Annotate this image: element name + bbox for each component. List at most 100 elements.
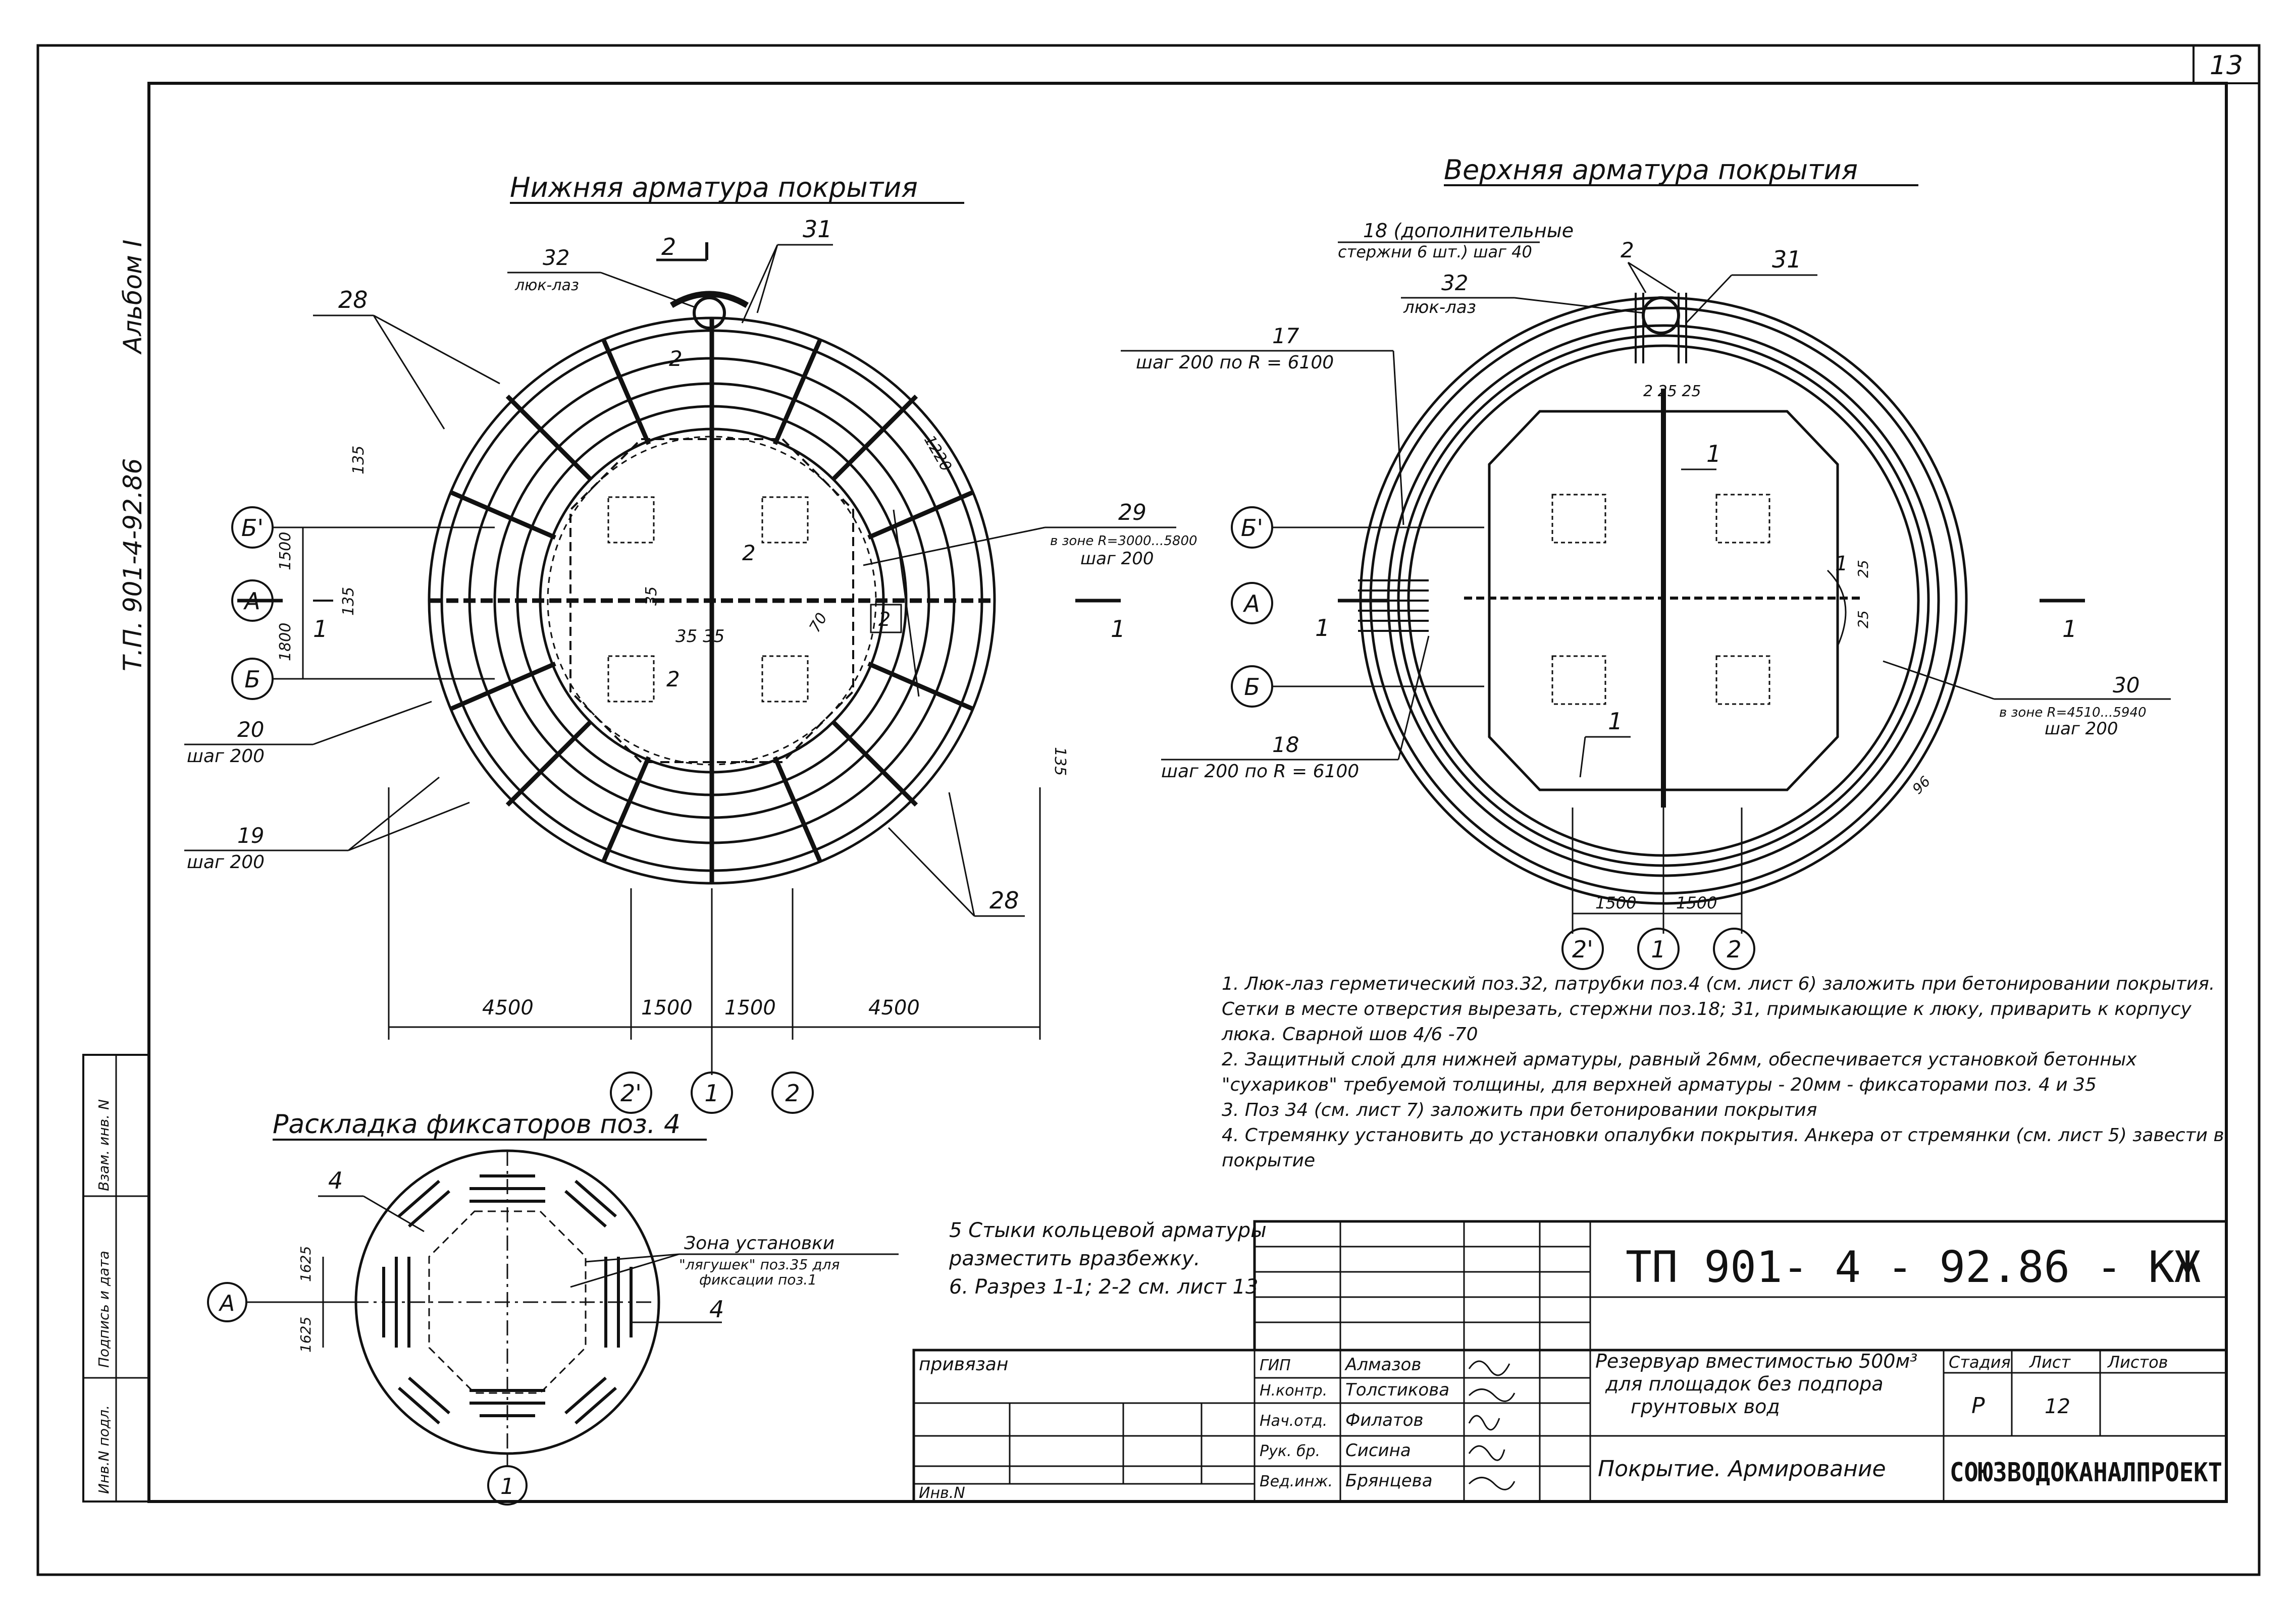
dim-25-top: 2 25 25 [1643,383,1701,400]
callout-19-step: шаг 200 [187,852,265,873]
callout-2-center: 2 [742,541,756,565]
callout-18-extra-1: 18 (дополнительные [1363,220,1574,242]
tb-name-5: Брянцева [1345,1471,1433,1491]
callout-2-lower: 2 [666,667,680,691]
mesh-squares [607,496,809,703]
note-5: 5 Стыки кольцевой арматуры разместить вр… [949,1219,1267,1270]
dim-70: 70 [806,610,831,635]
dim-1220: 1220 [920,433,955,475]
callout-18: 18 [1272,732,1299,757]
fixators-dim-1625-a: 1625 [297,1246,314,1282]
dim-1500-b: 1500 [724,996,776,1020]
callout-2-right: 2 [878,608,891,630]
top-callout-31: 31 [1772,246,1802,273]
fixators-zone-2: "лягушек" поз.35 для [679,1256,840,1273]
fixators-zone-3: фиксации поз.1 [699,1271,817,1288]
callout-32-sub: люк-лаз [514,277,579,294]
dim-96: 96 [1909,773,1934,797]
tb-role-4: Рук. бр. [1260,1442,1320,1460]
extra-notes: 5 Стыки кольцевой арматуры разместить вр… [949,1216,1272,1301]
tb-role-2: Н.контр. [1260,1382,1327,1400]
top-dim-1500-b: 1500 [1676,893,1717,913]
bubble-2: 2 [785,1080,800,1107]
dim-135-c: 135 [1051,747,1069,776]
album-code: Т.П. 901-4-92.86 [118,458,147,671]
title-block: ТП 901- 4 - 92.86 - КЖ привязан Инв.N ГИ… [912,1220,2228,1503]
tb-object-2: для площадок без подпора [1605,1373,1883,1395]
top-left-extra-bars [1358,579,1429,632]
callout-30-zone: в зоне R=4510...5940 [1999,705,2147,720]
top-mesh-squares [1551,494,1770,705]
note-4: 4. Стремянку установить до установки опа… [1222,1125,2224,1171]
callout-18-step: шаг 200 по R = 6100 [1161,761,1359,782]
dim-35-35: 35 35 [675,626,724,647]
dim-35-vertical: 35 [643,586,660,606]
note-2: 2. Защитный слой для нижней арматуры, ра… [1222,1049,2137,1095]
callout-17-step: шаг 200 по R = 6100 [1136,352,1334,373]
top-dim-1500-a: 1500 [1595,893,1636,913]
tb-inv: Инв.N [919,1484,965,1502]
signatures [1468,1360,1516,1490]
callout-28-top: 28 [338,286,368,313]
tb-organization: СОЮЗВОДОКАНАЛПРОЕКТ [1950,1458,2222,1488]
cut-1-left-label: 1 [313,615,328,642]
tb-role-1: ГИП [1260,1357,1291,1374]
fixators-title: Раскладка фиксаторов поз. 4 [273,1109,681,1140]
callout-29-zone: в зоне R=3000...5800 [1050,533,1197,549]
tb-stage-header: Стадия [1949,1353,2011,1372]
top-bubble-1: 1 [1651,936,1665,963]
dim-1800-left: 1800 [277,623,294,661]
top-axis-a: А [1242,590,1260,617]
strip-label-replace: Взам. инв. N [95,1099,112,1191]
note-3: 3. Поз 34 (см. лист 7) заложить при бето… [1222,1100,1817,1120]
fixators-zone-1: Зона установки [684,1233,834,1254]
fixators-callout-4-top: 4 [328,1167,343,1194]
callout-29: 29 [1118,500,1146,525]
plan-top-title: Верхняя арматура покрытия [1444,154,1858,186]
album-volume: Альбом I [118,240,147,355]
callout-17: 17 [1272,324,1299,348]
fixators-dim-1625-b: 1625 [297,1317,314,1353]
callout-20: 20 [237,717,264,742]
dim-4500-left: 4500 [482,996,534,1020]
axis-b-prime: Б' [241,514,264,542]
callout-31: 31 [803,216,832,243]
callout-32: 32 [543,245,569,270]
manhole-bottom [693,296,726,330]
dim-1500-a: 1500 [641,996,693,1020]
dim-1500-left: 1500 [277,532,294,570]
note-1: 1. Люк-лаз герметический поз.32, патрубк… [1222,974,2215,1045]
strip-label-inventory: Инв.N подл. [95,1405,112,1494]
callout-30: 30 [2113,673,2140,698]
dim-25-right-a: 25 [1855,560,1871,578]
tb-stage: Р [1971,1393,1985,1419]
tb-drawing-title: Покрытие. Армирование [1598,1456,1886,1482]
dim-4500-right: 4500 [868,996,920,1020]
bubble-2-prime: 2' [620,1080,642,1107]
callout-19: 19 [237,823,264,848]
fixators-axis-1: 1 [500,1474,514,1499]
callout-1-mesh-b: 1 [1608,708,1623,735]
plan-top-reinforcement: Верхняя арматура покрытия [1121,154,2171,970]
callout-29-step: шаг 200 [1080,549,1154,569]
axis-a: А [243,587,260,615]
fixators-callout-4-right: 4 [709,1296,724,1323]
top-callout-2: 2 [1621,238,1634,262]
fixators-layout: Раскладка фиксаторов поз. 4 [207,1109,899,1506]
cut-1-right-label: 1 [1111,615,1125,642]
left-approval-strip: Взам. инв. N Подпись и дата Инв.N подл. [82,1054,150,1503]
callout-1-mesh-a: 1 [1706,440,1721,467]
tb-privyazan: привязан [919,1354,1008,1375]
dim-135-b: 135 [350,446,368,474]
tb-name-1: Алмазов [1344,1355,1421,1375]
tb-sheet-header: Лист [2029,1353,2071,1372]
callout-2-upper: 2 [669,346,683,371]
bubble-1: 1 [704,1080,719,1107]
top-cut-1-left: 1 [1315,614,1330,641]
callout-28-bottom: 28 [989,887,1019,914]
top-callout-32-sub: люк-лаз [1403,297,1476,317]
tb-sheets-header: Листов [2107,1353,2168,1372]
tb-object-1: Резервуар вместимостью 500м³ [1595,1350,1917,1372]
top-bubble-2: 2 [1727,936,1741,963]
